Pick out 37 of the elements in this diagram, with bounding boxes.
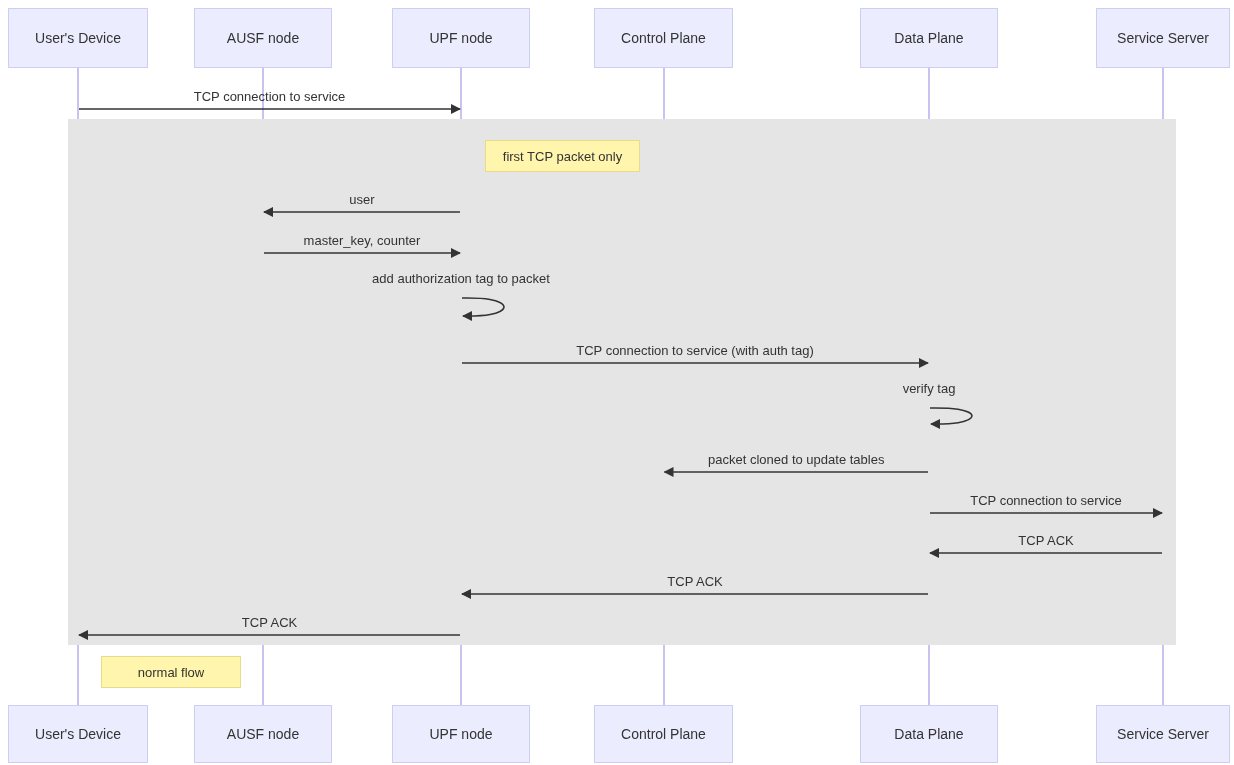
edge-label: TCP connection to service (with auth tag) [576, 343, 814, 358]
note-box: first TCP packet only [485, 140, 640, 172]
participant-box: User's Device [8, 8, 148, 68]
participant-box: Data Plane [860, 8, 998, 68]
edge-label: TCP connection to service [970, 493, 1122, 508]
message-arrow [461, 589, 929, 599]
edge-label: packet cloned to update tables [708, 452, 885, 467]
message-arrow [78, 630, 461, 640]
participant-box: Service Server [1096, 705, 1230, 763]
edge-label: TCP connection to service [193, 89, 346, 104]
group-background [68, 119, 1176, 645]
participant-box: Control Plane [594, 705, 733, 763]
message-arrow [929, 407, 973, 429]
message-arrow [929, 508, 1163, 518]
edge-label: TCP ACK [241, 615, 298, 630]
message-arrow [263, 248, 461, 258]
participant-box: User's Device [8, 705, 148, 763]
message-arrow [461, 358, 929, 368]
participant-box: Service Server [1096, 8, 1230, 68]
edge-label: verify tag [902, 381, 956, 396]
edge-label: user [349, 192, 375, 207]
message-arrow [929, 548, 1163, 558]
message-arrow [663, 467, 929, 477]
message-arrow [78, 104, 461, 114]
edge-label: TCP ACK [1018, 533, 1074, 548]
edge-label: master_key, counter [303, 233, 421, 248]
participant-box: UPF node [392, 8, 530, 68]
participant-box: UPF node [392, 705, 530, 763]
participant-box: AUSF node [194, 705, 332, 763]
message-arrow [461, 297, 505, 321]
message-arrow [263, 207, 461, 217]
edge-label: TCP ACK [667, 574, 723, 589]
participant-box: Data Plane [860, 705, 998, 763]
participant-box: AUSF node [194, 8, 332, 68]
participant-box: Control Plane [594, 8, 733, 68]
edge-label: add authorization tag to packet [372, 271, 550, 286]
note-box: normal flow [101, 656, 241, 688]
